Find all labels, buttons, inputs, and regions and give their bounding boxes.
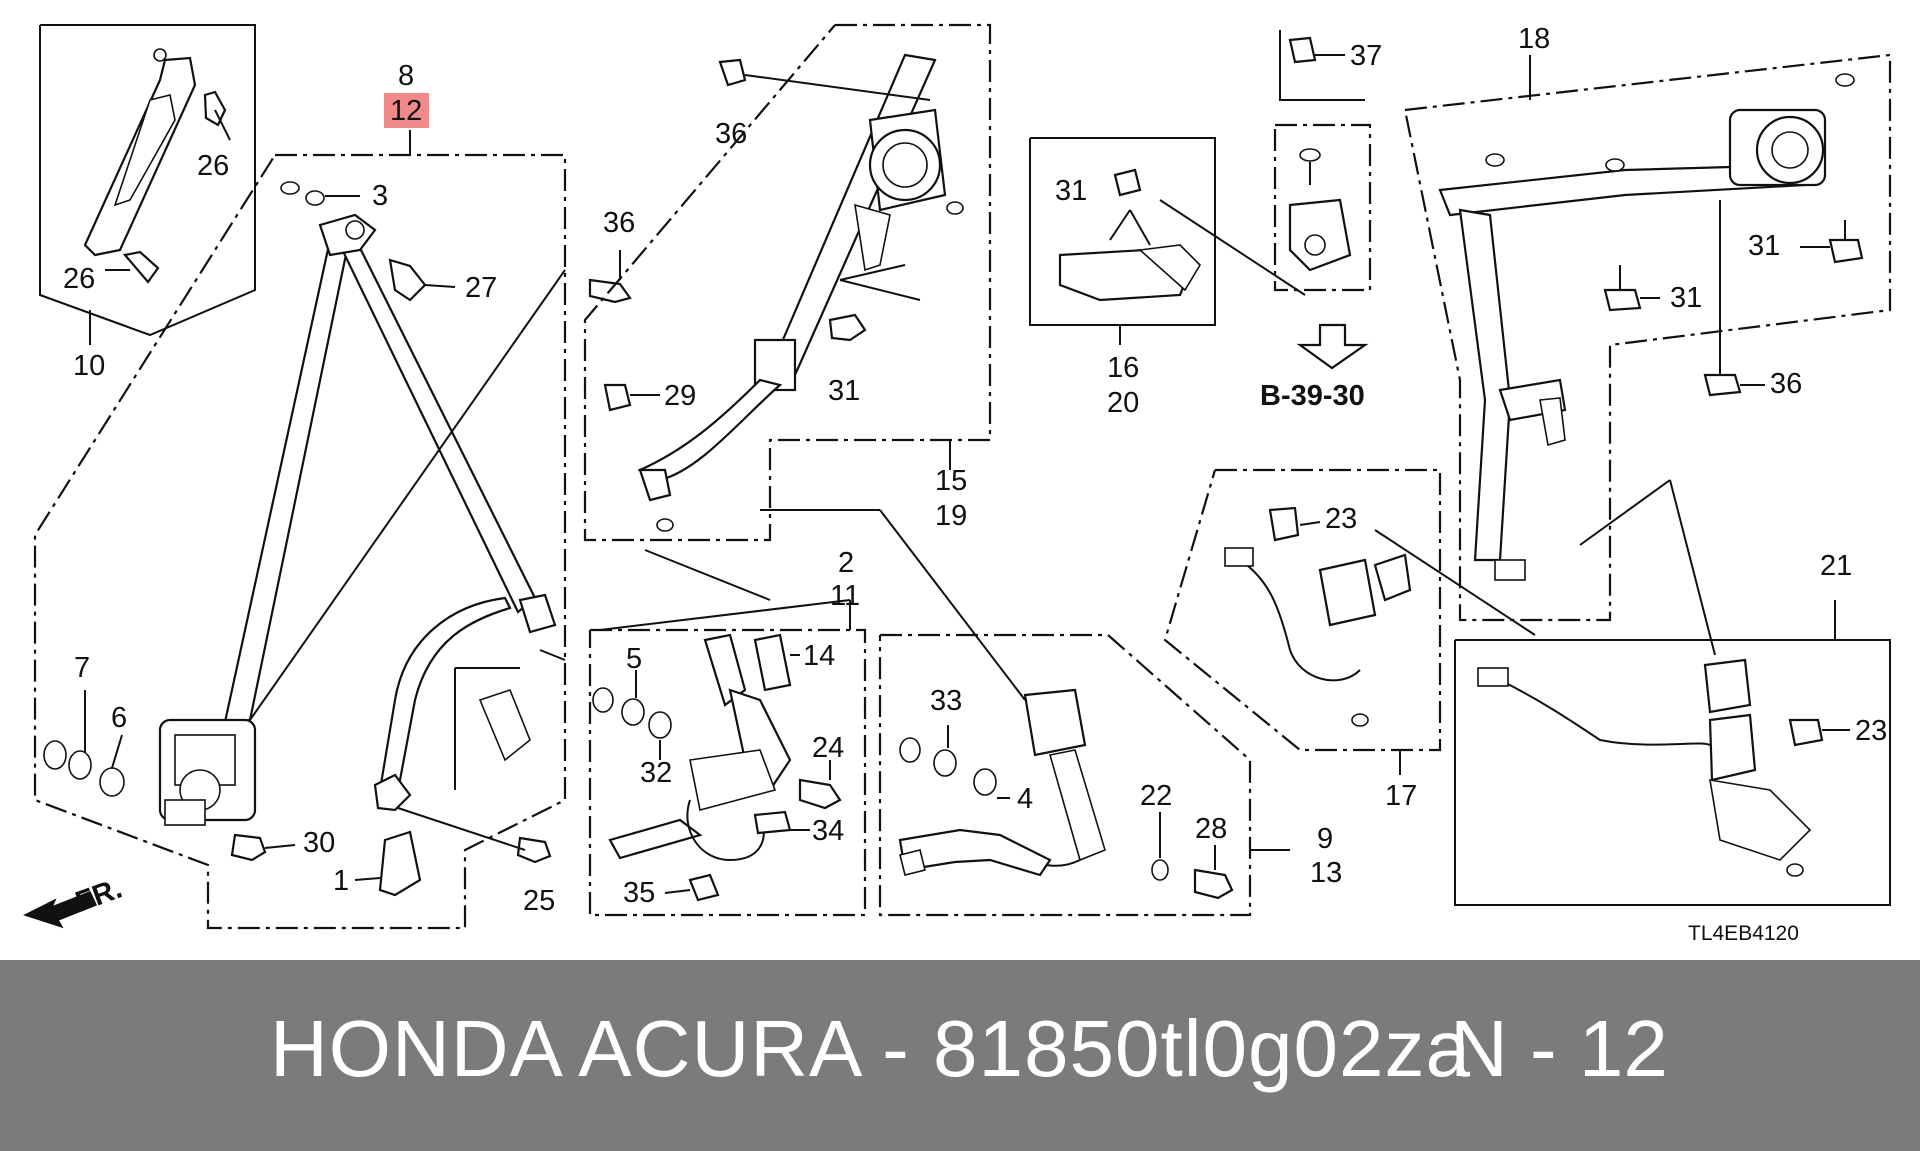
callout-18: 18: [1518, 23, 1550, 55]
callout-13: 13: [1310, 857, 1342, 889]
callout-22: 22: [1140, 780, 1172, 812]
callout-37: 37: [1350, 40, 1382, 72]
callout-26-b: 26: [63, 263, 95, 295]
callout-29: 29: [664, 380, 696, 412]
footer-ref: N - 12: [1450, 1004, 1668, 1093]
callout-24: 24: [812, 732, 844, 764]
callout-9: 9: [1317, 823, 1333, 855]
callout-31-b: 31: [1055, 175, 1087, 207]
callout-21: 21: [1820, 550, 1852, 582]
parts-diagram: FR. 8 12 26 26 10 3 36 27 7 6 30 1 25 36…: [23, 23, 1892, 945]
callout-3: 3: [372, 180, 388, 212]
callout-36-b: 36: [715, 118, 747, 150]
callout-5: 5: [626, 643, 642, 675]
callout-14: 14: [803, 640, 835, 672]
callout-6: 6: [111, 702, 127, 734]
callout-16: 16: [1107, 352, 1139, 384]
callout-20: 20: [1107, 387, 1139, 419]
callout-34: 34: [812, 815, 844, 847]
group-21: [1454, 600, 1891, 906]
direction-label: FR.: [71, 873, 126, 919]
group-9-13: [760, 509, 1290, 917]
callout-36-a: 36: [603, 207, 635, 239]
callout-15: 15: [935, 465, 967, 497]
callout-numbers: 8 12 26 26 10 3 36 27 7 6 30 1 25 36 29 …: [63, 23, 1887, 945]
callout-30: 30: [303, 827, 335, 859]
footer-title: HONDA ACURA - 81850tl0g02za: [270, 1004, 1471, 1093]
callout-36-c: 36: [1770, 368, 1802, 400]
callout-23-a: 23: [1325, 503, 1357, 535]
group-10: [39, 24, 256, 345]
callout-4: 4: [1017, 783, 1033, 815]
group-17: [1163, 468, 1536, 775]
callout-23-b: 23: [1855, 715, 1887, 747]
group-16-20: [1029, 137, 1306, 345]
group-2-11: [588, 549, 867, 917]
group-8-12: [33, 130, 632, 930]
callout-31-d: 31: [1670, 282, 1702, 314]
callout-31-a: 31: [828, 375, 860, 407]
callout-26-a: 26: [197, 150, 229, 182]
callout-7: 7: [74, 652, 90, 684]
callout-35: 35: [623, 877, 655, 909]
section-ref: B-39-30: [1260, 380, 1365, 412]
callout-11: 11: [830, 580, 860, 612]
group-37-b-39-30: [1273, 30, 1372, 370]
callout-33: 33: [930, 685, 962, 717]
callout-12: 12: [390, 95, 422, 127]
callout-27: 27: [465, 272, 497, 304]
highlight-box: [384, 93, 429, 128]
front-direction-arrow: FR.: [23, 873, 126, 929]
footer-bar: [0, 960, 1920, 1151]
callout-17: 17: [1385, 780, 1417, 812]
exploded-view-drawing: FR. 8 12 26 26 10 3 36 27 7 6 30 1 25 36…: [23, 23, 1892, 945]
callout-2: 2: [838, 547, 854, 579]
callout-1: 1: [333, 865, 349, 897]
callout-8: 8: [398, 60, 414, 92]
callout-25: 25: [523, 885, 555, 917]
drawing-code: TL4EB4120: [1688, 922, 1799, 945]
callout-19: 19: [935, 500, 967, 532]
group-15-19: [583, 23, 992, 542]
group-18: [1403, 53, 1892, 656]
callout-31-c: 31: [1748, 230, 1780, 262]
callout-28: 28: [1195, 813, 1227, 845]
callout-10: 10: [73, 350, 105, 382]
callout-32: 32: [640, 757, 672, 789]
